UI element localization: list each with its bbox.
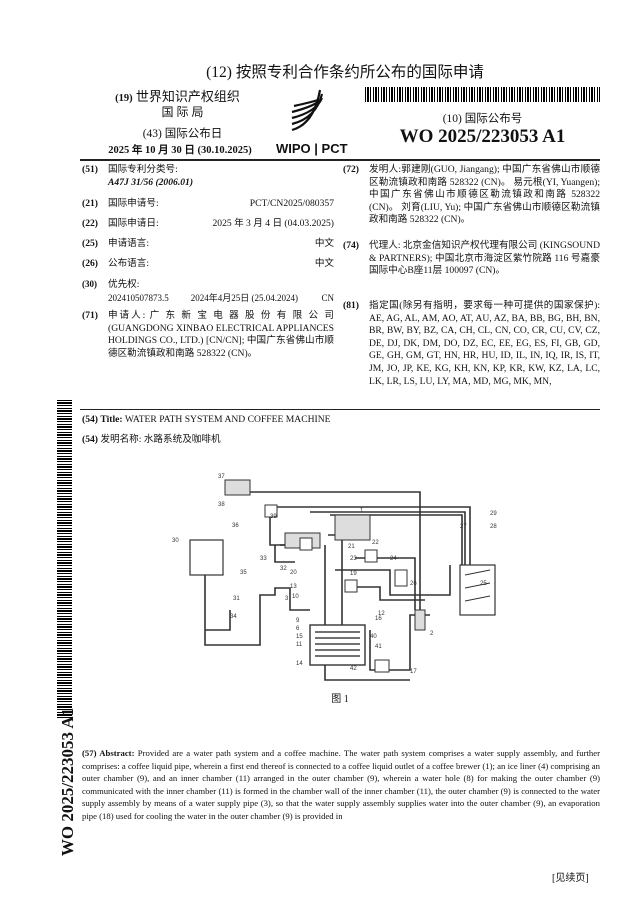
- field-51: (51)国际专利分类号:A47J 31/56 (2006.01): [82, 164, 194, 188]
- field-22: (22)国际申请日:2025 年 3 月 4 日 (04.03.2025): [82, 218, 334, 229]
- figure-reference-numeral: 32: [280, 566, 287, 572]
- figure-reference-numeral: 36: [232, 523, 239, 529]
- field-71: (71)申请人: 广 东 新 宝 电 器 股 份 有 限 公 司 (GUANGD…: [82, 310, 335, 359]
- abstract: (57) Abstract: Provided are a water path…: [82, 748, 600, 821]
- figure-reference-numeral: 15: [296, 634, 303, 640]
- field-74: (74)代理人: 北京金信知识产权代理有限公司 (KINGSOUND & PAR…: [343, 240, 601, 277]
- field-72: (72)发明人:郭建刚(GUO, Jiangang); 中国广东省佛山市顺德区勒…: [343, 164, 600, 226]
- continued-note: [见续页]: [552, 873, 589, 884]
- wipo-pct-text: WIPO | PCT: [276, 141, 348, 156]
- divider: [80, 409, 600, 410]
- figure-reference-numeral: 10: [292, 594, 299, 600]
- side-publication-number: WO 2025/223053 A1: [58, 707, 77, 857]
- field-81: (81)指定国(除另有指明，要求每一种可提供的国家保护): AE, AG, AL…: [343, 300, 600, 387]
- publication-date: 2025 年 10 月 30 日 (30.10.2025): [108, 145, 252, 156]
- figure-reference-numeral: 40: [370, 634, 377, 640]
- field-21: (21)国际申请号:PCT/CN2025/080357: [82, 198, 334, 209]
- figure-reference-numeral: 22: [372, 540, 379, 546]
- figure-reference-numeral: 30: [172, 538, 179, 544]
- vertical-barcode: [57, 398, 72, 718]
- figure-reference-numeral: 3: [285, 596, 289, 602]
- wipo-globe-icon: [291, 89, 324, 132]
- figure-reference-numeral: 16: [375, 616, 382, 622]
- wipo-logo: WIPO | PCT: [276, 78, 350, 158]
- figure-reference-numeral: 28: [490, 524, 497, 530]
- figure-reference-numeral: 13: [290, 584, 297, 590]
- document-type: (12) 按照专利合作条约所公布的国际申请: [206, 64, 484, 81]
- divider: [80, 159, 600, 161]
- figure-reference-numeral: 31: [233, 596, 240, 602]
- publication-number: WO 2025/223053 A1: [399, 126, 566, 147]
- bureau: 国 际 局: [161, 105, 204, 119]
- figure-reference-numeral: 35: [240, 570, 247, 576]
- figure-reference-numeral: 27: [460, 524, 467, 530]
- figure-reference-numeral: 37: [218, 474, 225, 480]
- figure-reference-numeral: 41: [375, 644, 382, 650]
- figure-reference-numeral: 29: [490, 511, 497, 517]
- figure-reference-numeral: 34: [230, 614, 237, 620]
- figure-reference-numeral: 20: [290, 570, 297, 576]
- barcode: [365, 87, 600, 102]
- figure-reference-numeral: 6: [296, 626, 300, 632]
- field-26: (26)公布语言:中文: [82, 258, 334, 269]
- title-en: (54) Title: WATER PATH SYSTEM AND COFFEE…: [82, 414, 331, 425]
- figure-reference-numeral: 2: [430, 631, 434, 637]
- figure-reference-numeral: 39: [270, 514, 277, 520]
- figure-reference-numeral: 14: [296, 661, 303, 667]
- publication-date-label: (43) 国际公布日: [142, 128, 223, 140]
- figure-reference-numeral: 1: [360, 508, 364, 514]
- publication-number-label: (10) 国际公布号: [442, 113, 523, 125]
- figure-reference-numeral: 26: [410, 581, 417, 587]
- figure-reference-numeral: 24: [390, 556, 397, 562]
- figure-reference-numeral: 25: [480, 581, 487, 587]
- field-25: (25)申请语言:中文: [82, 238, 334, 249]
- figure-reference-numeral: 12: [378, 611, 385, 617]
- organization: (19) 世界知识产权组织: [115, 89, 240, 104]
- figure-reference-numeral: 21: [348, 544, 355, 550]
- figure-reference-numeral: 9: [296, 618, 300, 624]
- figure-reference-numeral: 42: [350, 666, 357, 672]
- figure-reference-numeral: 23: [350, 556, 357, 562]
- figure-1-drawing: 37 38 36 39 1 30 32 33 35 31 34 3 20 13 10 21 23 24 22 19 12…: [172, 474, 497, 681]
- figure-reference-numeral: 33: [260, 556, 267, 562]
- figure-reference-numeral: 19: [350, 571, 357, 577]
- figure-reference-numeral: 17: [410, 669, 417, 675]
- figure-reference-numeral: 11: [296, 642, 303, 648]
- figure-caption: 图 1: [331, 694, 349, 705]
- title-cn: (54) 发明名称: 水路系统及咖啡机: [82, 434, 221, 445]
- figure-reference-numeral: 38: [218, 502, 225, 508]
